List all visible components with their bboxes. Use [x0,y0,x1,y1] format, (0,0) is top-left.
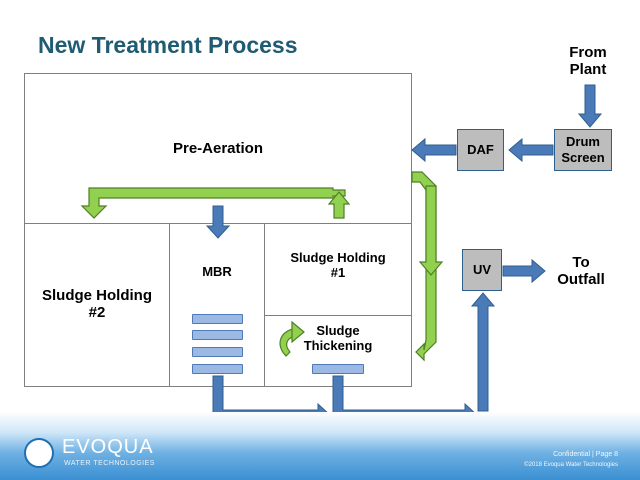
footer-copyright: ©2018 Evoqua Water Technologies [524,462,618,468]
sludge-thickening-label: Sludge Thickening [303,323,373,353]
sludge-holding-2-label: Sludge Holding #2 [42,287,152,322]
mbr-basin [169,223,265,387]
water-wave-banner [0,412,640,480]
footer-page-info: Confidential | Page 8 [553,451,618,458]
to-outfall-label: To Outfall [557,254,605,289]
evoqua-logo: EVOQUA [62,436,154,458]
mbr-label: MBR [202,264,232,279]
daf-box: DAF [457,129,504,171]
uv-box: UV [462,249,502,291]
membrane-module [192,347,243,357]
membrane-module [192,364,243,374]
sludge-holding-1-label: Sludge Holding #1 [290,250,386,280]
overflow-down-arrow [418,185,444,276]
page-title: New Treatment Process [38,32,298,58]
sludge-holding-2-basin [24,223,170,387]
uv-to-outfall-arrow [502,258,546,284]
from-plant-label: From Plant [569,44,607,79]
membrane-module [192,330,243,340]
daf-to-preaeration-arrow [411,137,457,163]
drum-screen-box: Drum Screen [554,129,612,171]
drum-to-daf-arrow [508,137,554,163]
pre-aeration-label: Pre-Aeration [172,140,264,157]
inflow-arrow [577,84,603,128]
membrane-module [192,314,243,324]
overflow-to-thickening-arrow [411,171,437,362]
uv-feed-arrow [470,292,496,412]
thickening-membrane-module [312,364,364,374]
evoqua-logo-mark [24,438,54,468]
evoqua-tagline: WATER TECHNOLOGIES [64,460,155,467]
